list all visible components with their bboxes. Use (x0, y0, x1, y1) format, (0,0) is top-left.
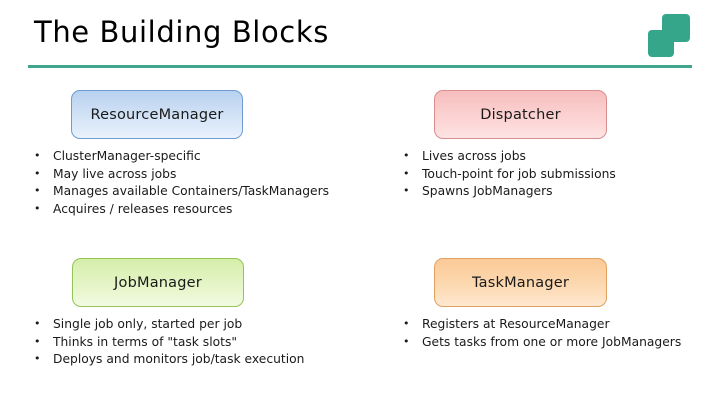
list-item-text: Registers at ResourceManager (422, 317, 610, 331)
block-label-jobmanager: JobManager (114, 274, 202, 291)
list-item: • Manages available Containers/TaskManag… (34, 183, 404, 200)
bullet-icon: • (34, 201, 41, 215)
two-squares-logo (645, 12, 693, 60)
list-item-text: Thinks in terms of "task slots" (53, 334, 238, 349)
list-item: • Thinks in terms of "task slots" (34, 334, 394, 351)
page-title: The Building Blocks (34, 15, 329, 49)
list-item-text: Lives across jobs (422, 149, 526, 163)
block-resourcemanager[interactable]: ResourceManager (71, 90, 243, 139)
block-jobmanager[interactable]: JobManager (72, 258, 244, 307)
list-item: • Touch-point for job submissions (403, 166, 693, 183)
block-taskmanager[interactable]: TaskManager (434, 258, 607, 307)
list-item: • Deploys and monitors job/task executio… (34, 351, 394, 368)
bullet-icon: • (34, 184, 41, 197)
bullet-icon: • (34, 317, 41, 330)
list-item: • Acquires / releases resources (34, 201, 404, 218)
block-label-resourcemanager: ResourceManager (90, 106, 224, 123)
bullet-list-dispatcher: • Lives across jobs • Touch-point for jo… (403, 148, 693, 201)
list-item-text: Manages available Containers/TaskManager… (53, 184, 330, 198)
list-item-text: Deploys and monitors job/task execution (53, 352, 305, 366)
list-item-text: Spawns JobManagers (422, 184, 553, 198)
block-dispatcher[interactable]: Dispatcher (434, 90, 607, 139)
list-item-text: ClusterManager-specific (53, 149, 201, 163)
bullet-icon: • (403, 149, 410, 162)
bullet-icon: • (34, 334, 41, 348)
logo-square-small (648, 30, 674, 57)
list-item: • Single job only, started per job (34, 316, 394, 333)
title-divider (28, 65, 692, 68)
bullet-list-jobmanager: • Single job only, started per job • Thi… (34, 316, 394, 369)
bullet-icon: • (403, 334, 410, 348)
list-item: • Spawns JobManagers (403, 183, 693, 200)
list-item: • Gets tasks from one or more JobManager… (403, 334, 693, 351)
list-item: • ClusterManager-specific (34, 148, 404, 165)
bullet-icon: • (403, 317, 410, 330)
bullet-list-resourcemanager: • ClusterManager-specific • May live acr… (34, 148, 404, 218)
bullet-icon: • (34, 166, 41, 180)
list-item: • May live across jobs (34, 166, 404, 183)
bullet-icon: • (34, 149, 41, 162)
list-item-text: Touch-point for job submissions (422, 166, 616, 181)
list-item-text: May live across jobs (53, 166, 177, 181)
bullet-list-taskmanager: • Registers at ResourceManager • Gets ta… (403, 316, 693, 351)
list-item-text: Acquires / releases resources (53, 201, 233, 216)
bullet-icon: • (403, 166, 410, 180)
block-label-dispatcher: Dispatcher (480, 106, 561, 123)
list-item-text: Single job only, started per job (53, 317, 243, 331)
list-item: • Registers at ResourceManager (403, 316, 693, 333)
list-item-text: Gets tasks from one or more JobManagers (422, 334, 682, 349)
block-label-taskmanager: TaskManager (471, 274, 570, 291)
bullet-icon: • (403, 184, 410, 197)
bullet-icon: • (34, 352, 41, 365)
list-item: • Lives across jobs (403, 148, 693, 165)
